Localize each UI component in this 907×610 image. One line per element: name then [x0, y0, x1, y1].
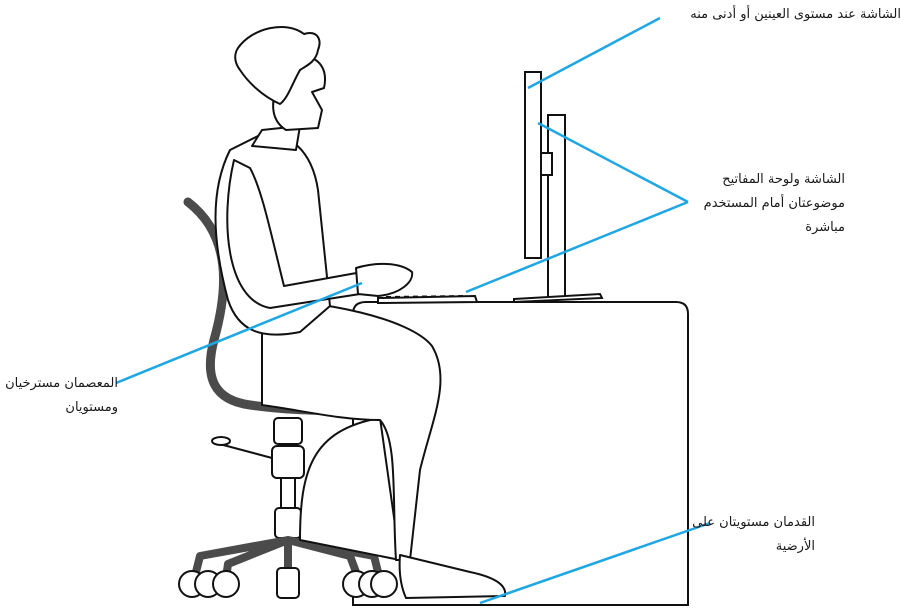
callout-line-eye-level [528, 18, 660, 88]
callout-wrists-relaxed: المعصمان مسترخيان ومستويان [5, 372, 118, 420]
callout-text: المعصمان مسترخيان [5, 372, 118, 396]
callout-monitor-keyboard-front: الشاشة ولوحة المفاتيح موضوعتان أمام المس… [704, 168, 845, 240]
callout-line-keyboard-front [466, 202, 688, 292]
callout-monitor-eye-level: الشاشة عند مستوى العينين أو أدنى منه [690, 3, 901, 27]
callout-text: القدمان مستويتان على [692, 511, 815, 535]
callout-feet-flat: القدمان مستويتان على الأرضية [692, 511, 815, 559]
seated-person [216, 27, 506, 598]
callout-text: الشاشة ولوحة المفاتيح [704, 168, 845, 192]
keyboard [378, 296, 477, 303]
callout-line-feet [480, 523, 710, 603]
callout-text: الأرضية [692, 535, 815, 559]
callout-text: مباشرة [704, 216, 845, 240]
callout-text: ومستويان [5, 396, 118, 420]
callout-text: الشاشة عند مستوى العينين أو أدنى منه [690, 3, 901, 27]
callout-text: موضوعتان أمام المستخدم [704, 192, 845, 216]
